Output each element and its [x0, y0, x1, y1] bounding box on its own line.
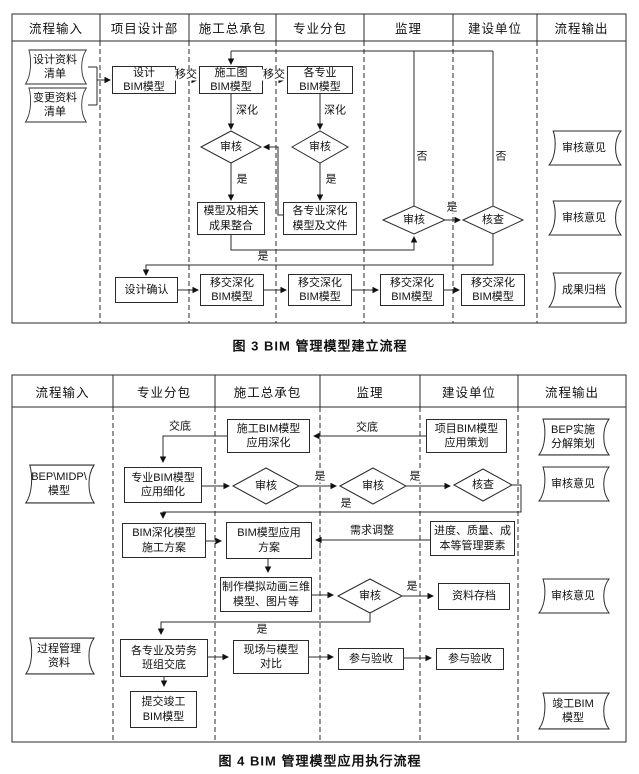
fig3-lane-header-general-contractor: 施工总承包 [198, 22, 267, 36]
fig3-diamond-review-3 [381, 205, 447, 235]
fig4-output-bep-plan: BEP实施 分解策划 [550, 423, 595, 450]
fig3-node-design-bim-model: 设计 BIM模型 [112, 66, 176, 94]
edge-label-yes-3: 是 [445, 201, 459, 214]
fig4-lane-header-owner: 建设单位 [441, 385, 496, 400]
edge-label-yes-9: 是 [255, 623, 269, 636]
fig4-lane-header-process-output: 流程输出 [544, 385, 599, 400]
edge-label-yes-5: 是 [313, 470, 327, 483]
fig4-output-review-opinion-1: 审核意见 [551, 477, 595, 490]
fig4-diamond-check [452, 468, 514, 502]
fig3-node-specialty-deepened: 各专业深化 模型及文件 [283, 202, 357, 235]
fig4-diamond-review-1 [231, 467, 301, 505]
fig3-node-handover-3: 移交深化 BIM模型 [380, 274, 444, 306]
fig3-caption: 图 3 BIM 管理模型建立流程 [232, 338, 408, 354]
fig3-lane-header-specialty-sub: 专业分包 [292, 22, 347, 36]
edge-label-yes-8: 是 [405, 580, 419, 593]
fig3-output-review-opinion-2: 审核意见 [562, 211, 606, 224]
edge-label-demand-adjust: 需求调整 [349, 524, 395, 537]
edge-label-yes-6: 是 [408, 470, 422, 483]
fig3-diamond-check [461, 205, 525, 235]
fig3-shapes [24, 49, 622, 308]
fig4-caption: 图 4 BIM 管理模型应用执行流程 [218, 753, 422, 769]
fig4-input-bep-midp: BEP\MIDP\ 模型 [31, 470, 87, 497]
fig4-lane-header-process-input: 流程输入 [35, 385, 90, 400]
fig4-node-make-simulation: 制作模拟动画三维 模型、图片等 [220, 577, 312, 612]
fig4-table-frame [11, 374, 627, 743]
edge-label-deepen-1: 深化 [235, 104, 259, 117]
fig4-decision-review-3-label: 审核 [359, 589, 381, 602]
fig3-node-handover-4: 移交深化 BIM模型 [461, 274, 525, 306]
fig4-node-project-app-plan: 项目BIM模型 应用策划 [426, 419, 507, 453]
fig3-lane-header-owner: 建设单位 [467, 22, 522, 36]
fig3-node-handover-1: 移交深化 BIM模型 [200, 274, 264, 306]
fig4-node-specialty-app-refine: 专业BIM模型 应用细化 [124, 467, 202, 503]
fig3-output-review-opinion-1: 审核意见 [562, 141, 606, 154]
fig4-decision-review-2-label: 审核 [362, 479, 384, 492]
fig3-node-specialty-bim-model: 各专业 BIM模型 [287, 66, 353, 94]
fig3-decision-review-2-label: 审核 [309, 140, 331, 153]
edge-label-disclose-1: 交底 [355, 421, 379, 434]
fig3-lane-header-design-dept: 项目设计部 [110, 22, 179, 36]
fig4-output-review-opinion-2: 审核意见 [551, 589, 595, 602]
fig3-node-integrate-results: 模型及相关 成果整合 [197, 202, 265, 235]
fig3-lane-header-process-output: 流程输出 [554, 22, 609, 36]
fig3-diamond-review-2 [290, 130, 350, 164]
fig3-node-handover-2: 移交深化 BIM模型 [288, 274, 352, 306]
fig4-lane-header-specialty-sub: 专业分包 [136, 385, 191, 400]
fig4-node-site-compare: 现场与模型 对比 [233, 640, 309, 674]
edge-label-no-1: 否 [415, 150, 429, 163]
fig4-node-archive-docs: 资料存档 [438, 583, 510, 610]
fig3-connectors [88, 50, 494, 294]
fig4-shapes [25, 418, 610, 730]
fig4-node-mgmt-elements: 进度、质量、成 本等管理要素 [430, 521, 515, 556]
fig3-table-frame [11, 13, 627, 324]
fig4-decision-check-label: 核查 [472, 478, 494, 491]
fig4-lane-header-supervisor: 监理 [356, 385, 384, 400]
fig3-diamond-review-1 [199, 130, 263, 164]
fig3-lane-header-supervisor: 监理 [394, 22, 422, 36]
fig4-node-submit-asbuilt: 提交竣工 BIM模型 [130, 691, 197, 728]
fig4-node-join-acceptance-2: 参与验收 [436, 648, 504, 670]
fig4-node-join-acceptance-1: 参与验收 [338, 648, 404, 670]
edge-label-disclose-2: 交底 [168, 420, 192, 433]
fig3-decision-review-1-label: 审核 [220, 140, 242, 153]
edge-label-yes-1: 是 [235, 173, 249, 186]
fig3-node-change-list: 变更资料 清单 [33, 91, 77, 118]
fig4-node-deepen-scheme: BIM深化模型 施工方案 [122, 523, 206, 558]
fig4-decision-review-1-label: 审核 [255, 479, 277, 492]
fig4-diamond-review-3 [336, 578, 404, 614]
fig3-lane-header-process-input: 流程输入 [28, 22, 83, 36]
fig4-node-app-scheme: BIM模型应用 方案 [226, 522, 312, 559]
fig4-connectors [157, 432, 522, 687]
edge-label-deepen-2: 深化 [323, 104, 347, 117]
fig4-output-asbuilt-model: 竣工BIM 模型 [552, 697, 594, 724]
fig4-lane-header-general-contractor: 施工总承包 [233, 385, 302, 400]
fig4-diamond-review-2 [338, 467, 408, 505]
fig3-output-archive: 成果归档 [562, 283, 606, 296]
fig3-node-design-list: 设计资料 清单 [33, 53, 77, 80]
fig3-decision-review-3-label: 审核 [403, 213, 425, 226]
edge-label-yes-2: 是 [324, 173, 338, 186]
edge-label-yes-4: 是 [256, 250, 270, 263]
fig4-node-construction-app-deepen: 施工BIM模型 应用深化 [227, 419, 310, 453]
edge-label-transfer-1: 移交 [174, 68, 198, 81]
edge-label-transfer-2: 移交 [262, 68, 286, 81]
edge-label-yes-7: 是 [339, 497, 353, 510]
edge-label-no-2: 否 [494, 150, 508, 163]
fig3-node-construction-bim-model: 施工图 BIM模型 [199, 66, 263, 94]
fig3-node-design-confirm: 设计确认 [115, 277, 178, 303]
fig3-decision-check-label: 核查 [482, 213, 504, 226]
fig4-node-team-disclose: 各专业及劳务 班组交底 [120, 639, 208, 677]
fig4-input-process-docs: 过程管理 资料 [37, 642, 81, 669]
